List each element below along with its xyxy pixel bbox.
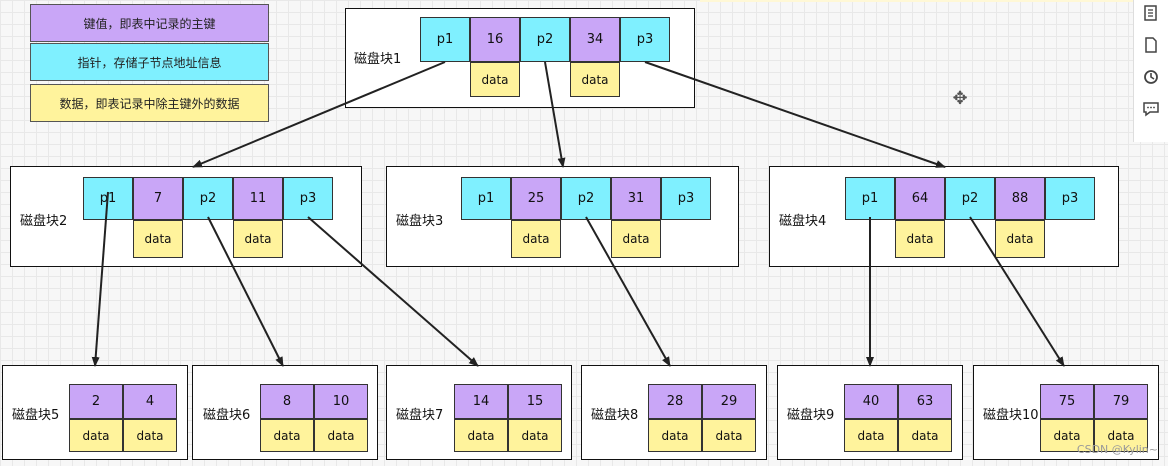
data-cell: data: [511, 220, 561, 258]
key-cell: 64: [895, 177, 945, 220]
key-cell: 2: [69, 384, 123, 419]
watermark: CSDN @Kylin~: [1076, 443, 1158, 456]
data-cell: data: [702, 419, 756, 452]
data-cell: data: [844, 419, 898, 452]
data-cell: data: [454, 419, 508, 452]
arrow-block4-p2: [969, 216, 1065, 367]
block-label: 磁盘块5: [12, 408, 60, 423]
pointer-cell: p3: [661, 177, 711, 220]
data-cell: data: [314, 419, 368, 452]
data-cell: data: [611, 220, 661, 258]
data-cell: data: [69, 419, 123, 452]
legend-key: 键值，即表中记录的主键: [30, 4, 269, 42]
pointer-cell: p3: [620, 17, 670, 62]
data-cell: data: [1040, 419, 1094, 452]
data-cell: data: [133, 220, 183, 258]
pointer-cell: p3: [283, 177, 333, 220]
data-cell: data: [898, 419, 952, 452]
comment-icon[interactable]: [1142, 100, 1160, 118]
arrow-block2-p3: [307, 216, 479, 367]
pointer-cell: p2: [945, 177, 995, 220]
key-cell: 16: [470, 17, 520, 62]
key-cell: 4: [123, 384, 177, 419]
key-cell: 7: [133, 177, 183, 220]
pointer-cell: p1: [461, 177, 511, 220]
history-icon[interactable]: [1142, 68, 1160, 86]
arrow-root-p3: [644, 61, 946, 168]
block-label: 磁盘块4: [779, 214, 827, 229]
key-cell: 25: [511, 177, 561, 220]
pointer-cell: p2: [561, 177, 611, 220]
key-cell: 31: [611, 177, 661, 220]
key-cell: 63: [898, 384, 952, 419]
right-toolbar: [1133, 0, 1168, 142]
data-cell: data: [895, 220, 945, 258]
data-cell: data: [570, 62, 620, 97]
pointer-cell: p2: [520, 17, 570, 62]
data-cell: data: [470, 62, 520, 97]
key-cell: 14: [454, 384, 508, 419]
data-cell: data: [123, 419, 177, 452]
key-cell: 79: [1094, 384, 1148, 419]
arrow-root-p2: [544, 61, 566, 168]
move-icon[interactable]: ✥: [952, 88, 968, 109]
data-cell: data: [648, 419, 702, 452]
key-cell: 75: [1040, 384, 1094, 419]
outline-icon[interactable]: [1142, 4, 1160, 22]
key-cell: 28: [648, 384, 702, 419]
key-cell: 8: [260, 384, 314, 419]
pointer-cell: p1: [420, 17, 470, 62]
pointer-cell: p2: [183, 177, 233, 220]
key-cell: 10: [314, 384, 368, 419]
block-label: 磁盘块8: [591, 408, 639, 423]
top-highlight-strip: [700, 0, 1134, 2]
arrow-block3-p2: [585, 216, 671, 367]
key-cell: 15: [508, 384, 562, 419]
arrow-root-p1: [192, 61, 446, 168]
page-icon[interactable]: [1142, 36, 1160, 54]
arrow-block2-p1: [91, 191, 109, 367]
data-cell: data: [508, 419, 562, 452]
data-cell: data: [260, 419, 314, 452]
legend-pointer: 指针，存储子节点地址信息: [30, 43, 269, 81]
key-cell: 34: [570, 17, 620, 62]
key-cell: 40: [844, 384, 898, 419]
data-cell: data: [1094, 419, 1148, 452]
key-cell: 29: [702, 384, 756, 419]
data-cell: data: [233, 220, 283, 258]
block-label: 磁盘块7: [396, 408, 444, 423]
arrow-block2-p2: [207, 216, 284, 367]
key-cell: 88: [995, 177, 1045, 220]
legend-data: 数据，即表记录中除主键外的数据: [30, 84, 269, 122]
block-label: 磁盘块6: [203, 408, 251, 423]
key-cell: 11: [233, 177, 283, 220]
data-cell: data: [995, 220, 1045, 258]
block-label: 磁盘块9: [787, 408, 835, 423]
block-label: 磁盘块1: [354, 52, 402, 67]
block-label: 磁盘块2: [20, 214, 68, 229]
block-label: 磁盘块10: [983, 408, 1039, 423]
pointer-cell: p3: [1045, 177, 1095, 220]
block-label: 磁盘块3: [396, 214, 444, 229]
